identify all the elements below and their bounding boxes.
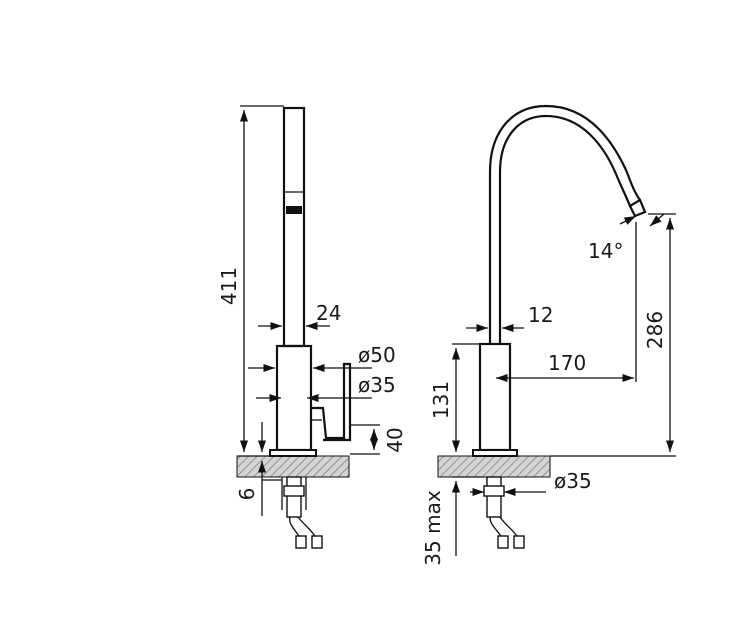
- dim-spout-angle: 14°: [588, 239, 623, 263]
- dim-counter-thickness: 6: [235, 488, 259, 501]
- dim-spout-width: 24: [316, 301, 341, 325]
- side-view: 411 24 ø50 ø35 40 6: [217, 105, 407, 549]
- base-body-right: [478, 342, 512, 452]
- dim-inner-diameter: ø35: [358, 373, 396, 397]
- lever-handle: [311, 362, 352, 442]
- dim-height-total: 411: [217, 267, 241, 305]
- dim-counter-max: 35 max: [421, 490, 445, 566]
- dim-lever-height: 40: [383, 427, 407, 452]
- base-flange-right: [472, 449, 518, 457]
- mount-hardware-right: [483, 476, 525, 549]
- dim-spout-height: 286: [643, 311, 667, 349]
- spout-body-left: [282, 106, 306, 348]
- aerator-icon: [286, 206, 302, 214]
- countertop-left: [236, 455, 350, 478]
- mount-hardware-left: [281, 476, 323, 549]
- front-view: 12 170 131 286 14° ø35 35 max: [421, 104, 676, 566]
- dim-base-diameter: ø50: [358, 343, 396, 367]
- base-body-left: [275, 344, 313, 452]
- dim-spout-width-right: 12: [528, 303, 553, 327]
- dim-base-height: 131: [429, 381, 453, 419]
- base-flange-left: [269, 449, 317, 457]
- gooseneck-spout: [488, 104, 641, 344]
- nozzle-tip: [628, 198, 647, 218]
- countertop-right: [437, 455, 551, 478]
- dim-mount-diameter: ø35: [554, 469, 592, 493]
- dim-reach: 170: [548, 351, 586, 375]
